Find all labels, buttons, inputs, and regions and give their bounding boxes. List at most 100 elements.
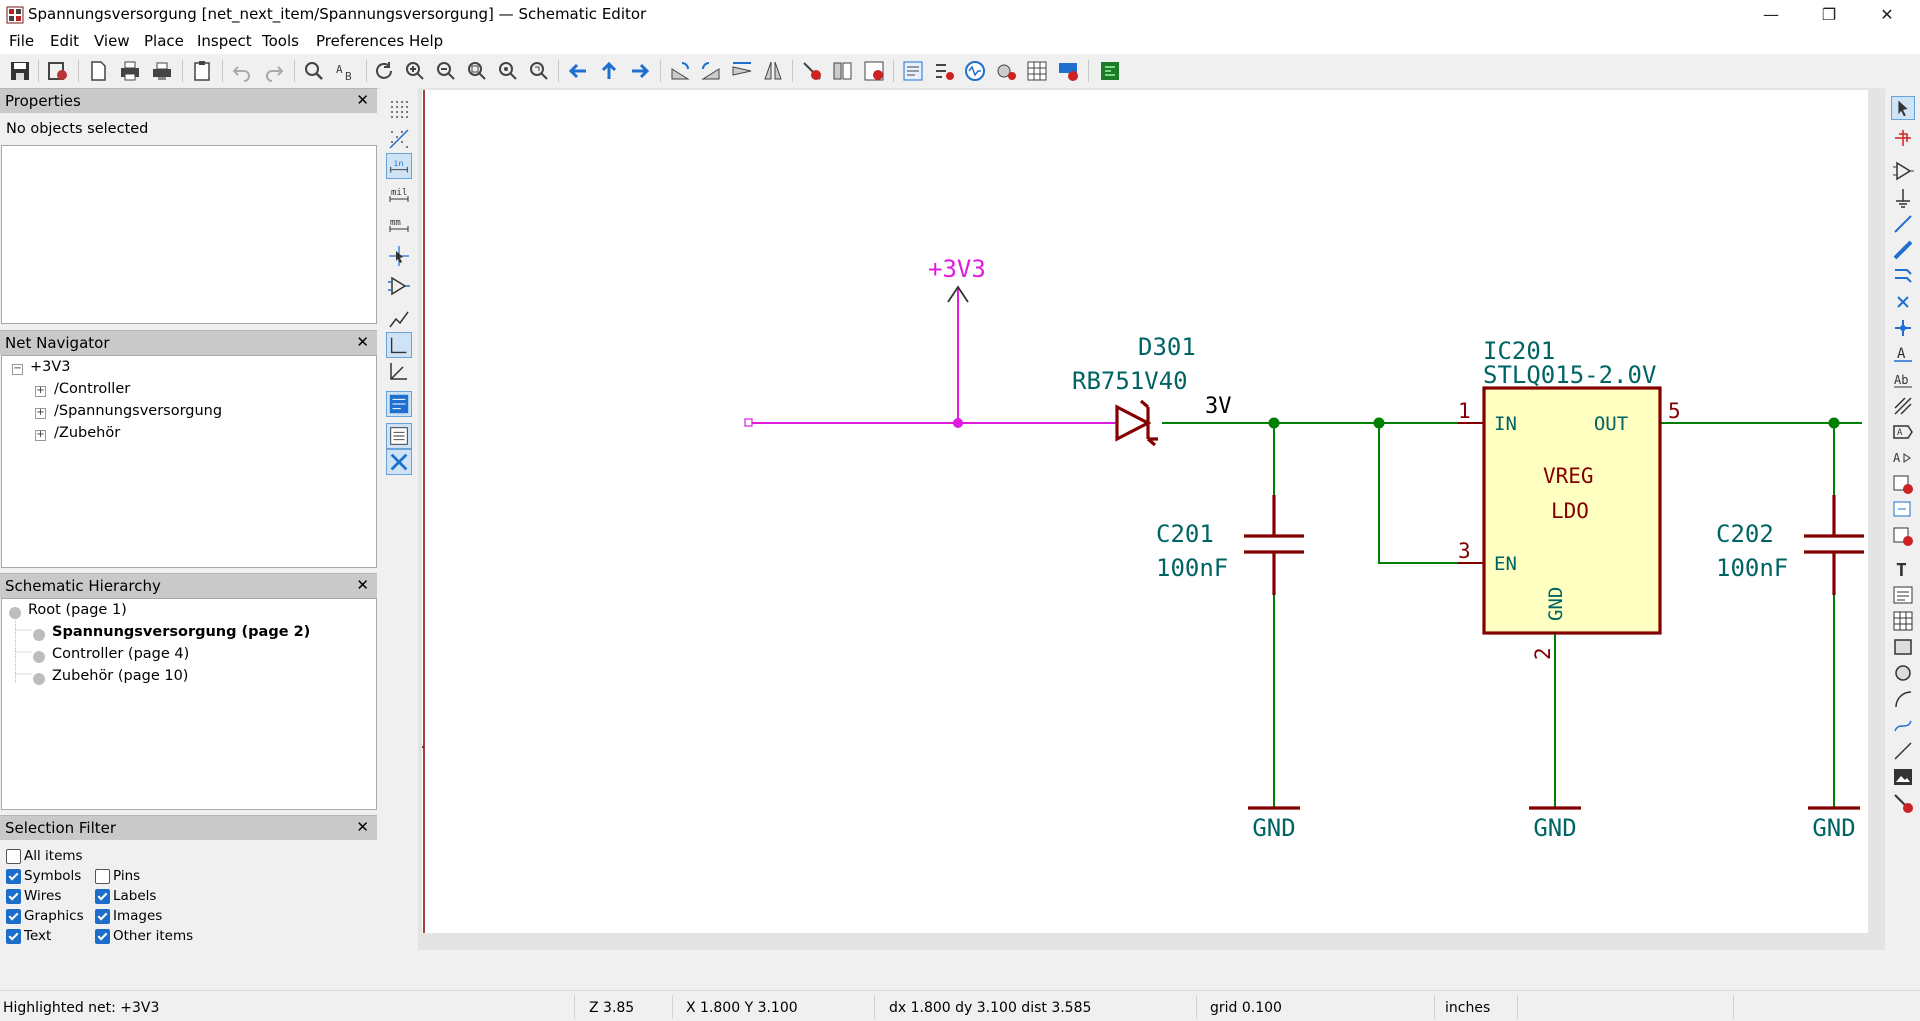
bus-entry-icon[interactable] <box>1891 264 1915 288</box>
zoom-in-icon[interactable] <box>403 59 427 83</box>
schematic-setup-icon[interactable] <box>46 59 70 83</box>
net-child-zubehoer[interactable]: /Zubehör <box>54 425 121 441</box>
capacitor-c201[interactable] <box>1244 495 1304 595</box>
bom-icon[interactable] <box>1025 59 1049 83</box>
hierarchical-label-icon[interactable]: A <box>1891 446 1915 470</box>
no-connect-icon[interactable] <box>1891 290 1915 314</box>
images-checkbox[interactable] <box>95 909 110 924</box>
selection-filter-close-icon[interactable]: ✕ <box>356 818 369 836</box>
net-class-label-icon[interactable]: Ab <box>1891 368 1915 392</box>
menu-place[interactable]: Place <box>144 32 184 50</box>
add-power-icon[interactable] <box>1891 186 1915 210</box>
hierarchy-item-zubehoer[interactable]: Zubehör (page 10) <box>52 668 189 684</box>
schematic-canvas[interactable]: +3V3 D301 RB751V40 3V C201 100nF <box>422 90 1868 933</box>
menu-inspect[interactable]: Inspect <box>197 32 252 50</box>
import-sheet-pin-icon[interactable] <box>1891 524 1915 548</box>
text-checkbox[interactable] <box>6 929 21 944</box>
zoom-selection-icon[interactable] <box>527 59 551 83</box>
zoom-objects-icon[interactable] <box>496 59 520 83</box>
maximize-button[interactable]: ❐ <box>1821 5 1837 24</box>
print-icon[interactable] <box>118 59 142 83</box>
properties-close-icon[interactable]: ✕ <box>356 91 369 109</box>
expand-icon[interactable]: + <box>35 429 46 441</box>
wires-checkbox[interactable] <box>6 889 21 904</box>
select-tool-icon[interactable] <box>1891 96 1915 120</box>
mirror-horizontal-icon[interactable] <box>761 59 785 83</box>
hierarchy-panel-toggle-icon[interactable] <box>386 423 412 449</box>
hidden-pins-icon[interactable] <box>386 273 412 299</box>
highlighted-net[interactable] <box>744 285 1118 428</box>
pins-checkbox[interactable] <box>95 869 110 884</box>
menu-help[interactable]: Help <box>409 32 444 50</box>
grid-overrides-icon[interactable] <box>386 126 412 152</box>
line-mode-45-icon[interactable] <box>386 358 412 384</box>
units-mm-icon[interactable]: mm <box>386 212 412 238</box>
find-icon[interactable] <box>302 59 326 83</box>
other-items-checkbox[interactable] <box>95 929 110 944</box>
power-label-3v3[interactable]: +3V3 <box>928 255 986 283</box>
diode-d301[interactable] <box>1115 399 1158 447</box>
minimize-button[interactable]: — <box>1763 5 1779 24</box>
add-symbol-icon[interactable] <box>1891 159 1915 183</box>
add-bus-icon[interactable] <box>1891 238 1915 262</box>
rectangle-icon[interactable] <box>1891 635 1915 659</box>
capacitor-c202[interactable] <box>1804 495 1864 595</box>
annotate-icon[interactable] <box>901 59 925 83</box>
sheet-pin-icon[interactable] <box>1891 498 1915 522</box>
line-mode-free-icon[interactable] <box>386 306 412 332</box>
text-box-icon[interactable] <box>1891 583 1915 607</box>
highlight-net-icon[interactable] <box>1891 126 1915 150</box>
simulator-icon[interactable] <box>963 59 987 83</box>
line-mode-90-icon[interactable] <box>386 332 412 358</box>
annotate-toggle-icon[interactable] <box>386 391 412 417</box>
erc-icon[interactable] <box>800 59 824 83</box>
delete-tool-icon[interactable] <box>1891 791 1915 815</box>
net-navigator-close-icon[interactable]: ✕ <box>356 333 369 351</box>
grid-icon[interactable] <box>386 96 412 122</box>
undo-icon[interactable] <box>230 59 254 83</box>
menu-edit[interactable]: Edit <box>50 32 80 50</box>
arc-icon[interactable] <box>1891 687 1915 711</box>
redo-icon[interactable] <box>262 59 286 83</box>
add-junction-icon[interactable] <box>1891 316 1915 340</box>
expand-icon[interactable]: + <box>35 385 46 397</box>
refresh-icon[interactable] <box>372 59 396 83</box>
symbol-editor-icon[interactable] <box>831 59 855 83</box>
units-mils-icon[interactable]: mil <box>386 182 412 208</box>
add-sheet-icon[interactable] <box>1891 472 1915 496</box>
plot-icon[interactable] <box>150 59 174 83</box>
rotate-cw-icon[interactable] <box>699 59 723 83</box>
image-icon[interactable] <box>1891 765 1915 789</box>
table-icon[interactable] <box>1891 609 1915 633</box>
page-settings-icon[interactable] <box>86 59 110 83</box>
zoom-fit-icon[interactable] <box>465 59 489 83</box>
collapse-icon[interactable]: − <box>12 363 23 375</box>
hierarchy-item-controller[interactable]: Controller (page 4) <box>52 646 190 662</box>
menu-view[interactable]: View <box>94 32 130 50</box>
hierarchy-close-icon[interactable]: ✕ <box>356 576 369 594</box>
rotate-ccw-icon[interactable] <box>668 59 692 83</box>
units-inches-icon[interactable]: in <box>386 153 412 179</box>
line-icon[interactable] <box>1891 739 1915 763</box>
wires[interactable] <box>1162 422 1862 808</box>
net-child-controller[interactable]: /Controller <box>54 381 131 397</box>
ic-ic201[interactable] <box>1458 386 1662 635</box>
net-child-spannungsversorgung[interactable]: /Spannungsversorgung <box>54 403 223 419</box>
menu-tools[interactable]: Tools <box>262 32 299 50</box>
paste-icon[interactable] <box>190 59 214 83</box>
find-replace-icon[interactable]: AB <box>334 59 358 83</box>
menu-preferences[interactable]: Preferences <box>316 32 405 50</box>
circle-icon[interactable] <box>1891 661 1915 685</box>
bezier-icon[interactable] <box>1891 713 1915 737</box>
arrow-left-icon[interactable] <box>566 59 590 83</box>
net-root[interactable]: +3V3 <box>30 359 71 375</box>
close-window-button[interactable]: ✕ <box>1880 5 1894 24</box>
hierarchy-item-spannungsversorgung[interactable]: Spannungsversorgung (page 2) <box>52 624 311 640</box>
erc-check-icon[interactable] <box>932 59 956 83</box>
arrow-up-icon[interactable] <box>597 59 621 83</box>
all-items-checkbox[interactable] <box>6 849 21 864</box>
graphics-checkbox[interactable] <box>6 909 21 924</box>
global-label-icon[interactable]: A <box>1891 420 1915 444</box>
mirror-vertical-icon[interactable] <box>730 59 754 83</box>
labels-checkbox[interactable] <box>95 889 110 904</box>
